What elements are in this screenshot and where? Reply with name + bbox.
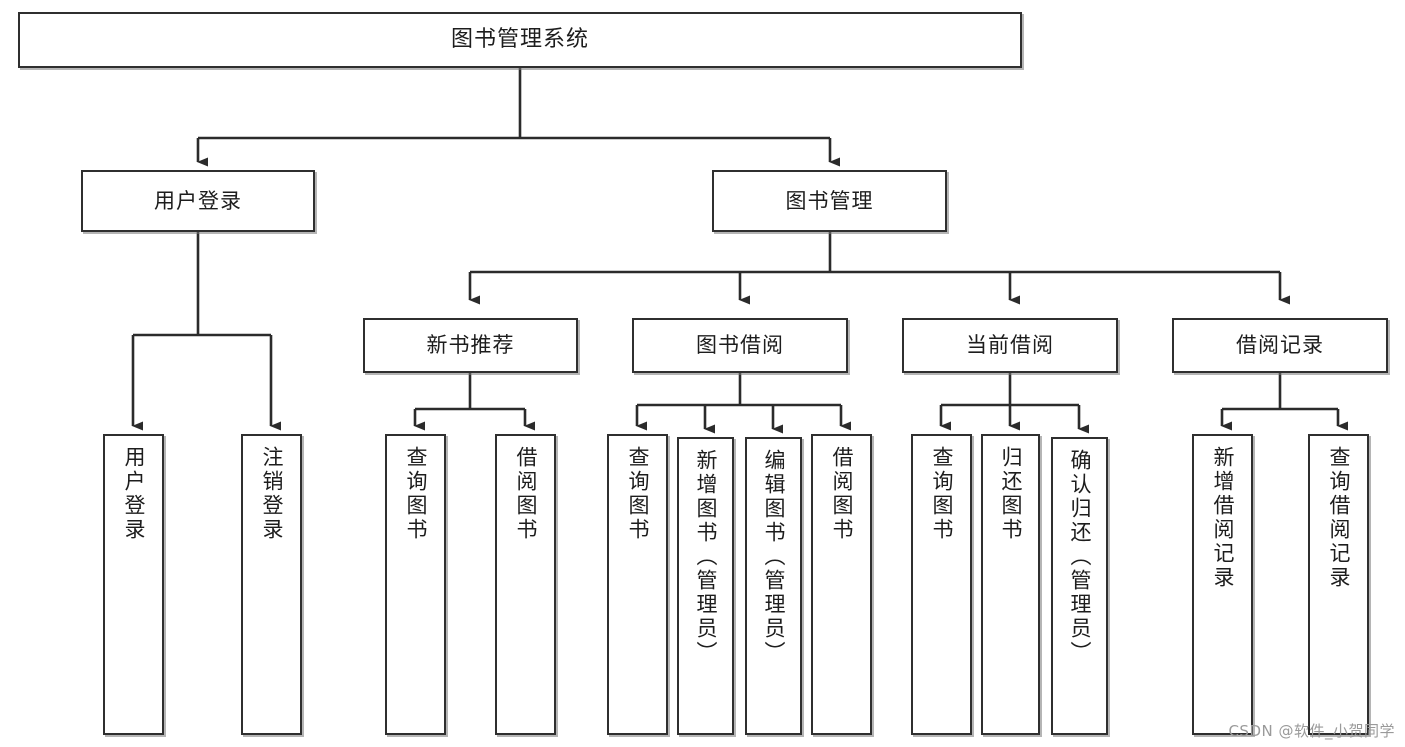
node-label: 确认归还（管理员） [1068,449,1092,665]
node-label: 借阅图书 [830,446,854,542]
node-label: 新书推荐 [426,333,515,358]
node-label: 图书管理系统 [450,27,589,53]
node-label: 注销登录 [260,446,284,542]
node-label: 归还图书 [999,446,1023,542]
leaf-current-borrow-confirm-return-admin[interactable]: 确认归还（管理员） [1051,437,1108,735]
leaf-borrow-record-query-record[interactable]: 查询借阅记录 [1308,434,1369,735]
leaf-new-book-borrow-book[interactable]: 借阅图书 [495,434,556,735]
node-label: 借阅图书 [514,446,538,542]
leaf-new-book-query-book[interactable]: 查询图书 [385,434,446,735]
leaf-borrow-record-add-record[interactable]: 新增借阅记录 [1192,434,1253,735]
leaf-book-borrow-query-book[interactable]: 查询图书 [607,434,668,735]
node-borrow-record[interactable]: 借阅记录 [1172,318,1388,373]
leaf-user-login-login[interactable]: 用户登录 [103,434,164,735]
node-label: 当前借阅 [966,333,1054,358]
node-label: 图书管理 [785,188,874,213]
leaf-book-borrow-edit-book-admin[interactable]: 编辑图书（管理员） [745,437,802,735]
leaf-book-borrow-borrow-book[interactable]: 借阅图书 [811,434,872,735]
node-label: 借阅记录 [1236,333,1324,358]
node-user-login[interactable]: 用户登录 [81,170,315,232]
node-label: 查询借阅记录 [1327,446,1351,590]
node-label: 图书借阅 [696,333,784,358]
node-label: 用户登录 [154,188,242,213]
node-book-management[interactable]: 图书管理 [712,170,947,232]
leaf-book-borrow-add-book-admin[interactable]: 新增图书（管理员） [677,437,734,735]
node-root-book-management-system[interactable]: 图书管理系统 [18,12,1022,68]
node-label: 查询图书 [930,446,954,542]
node-new-book-recommend[interactable]: 新书推荐 [363,318,578,373]
leaf-current-borrow-return-book[interactable]: 归还图书 [981,434,1040,735]
node-label: 用户登录 [122,446,146,542]
node-book-borrow[interactable]: 图书借阅 [632,318,848,373]
node-label: 新增借阅记录 [1211,446,1235,590]
node-label: 查询图书 [626,446,650,542]
node-label: 新增图书（管理员） [694,449,718,665]
node-current-borrow[interactable]: 当前借阅 [902,318,1118,373]
node-label: 编辑图书（管理员） [762,449,786,665]
node-label: 查询图书 [404,446,428,542]
csdn-watermark: CSDN @软件_小贺同学 [1228,722,1395,740]
leaf-current-borrow-query-book[interactable]: 查询图书 [911,434,972,735]
leaf-user-login-logout[interactable]: 注销登录 [241,434,302,735]
